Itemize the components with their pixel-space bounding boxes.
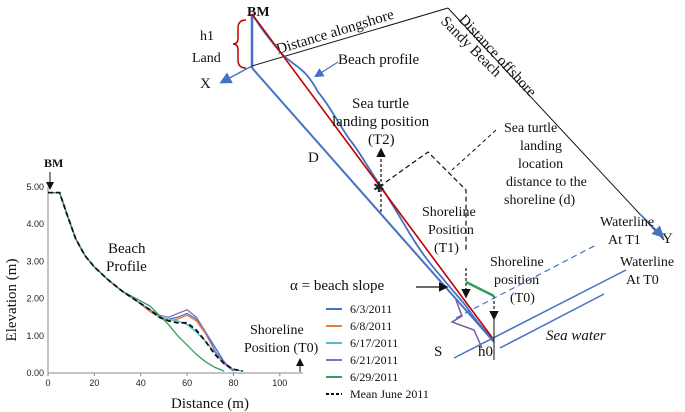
turtle-distance-line3: location <box>518 157 563 172</box>
y-tick-label: 2.00 <box>26 294 44 304</box>
beach-diagram: BM h1 Land X Distance alongshore Sandy B… <box>192 5 674 360</box>
turtle-distance-leader <box>451 129 497 171</box>
shoreline-t0-line2: position <box>494 273 539 288</box>
series-line-3 <box>48 191 234 372</box>
legend-label: 6/3/2011 <box>350 302 392 316</box>
waterline-t0-line1: Waterline <box>620 255 674 270</box>
x-tick-label: 100 <box>272 378 287 388</box>
y-tick-label: 5.00 <box>26 182 44 192</box>
turtle-distance-line1: Sea turtle <box>504 121 557 136</box>
x-axis-title: Distance (m) <box>171 396 249 412</box>
x-tick-label: 40 <box>136 378 146 388</box>
y-axis-title: Elevation (m) <box>4 259 20 342</box>
chart-shoreline-label-1: Shoreline <box>250 323 304 338</box>
chart-series-group <box>48 191 243 372</box>
green-marker <box>465 280 495 298</box>
legend-label: Mean June 2011 <box>350 387 429 401</box>
x-tick-label: 60 <box>182 378 192 388</box>
chart-axes: 0.00 1.00 2.00 3.00 4.00 5.00 0 20 40 60 80 100 <box>26 182 303 388</box>
chart-bm-label: BM <box>44 156 63 170</box>
turtle-landing-line1: Sea turtle <box>352 96 409 112</box>
y-tick-label: 0.00 <box>26 368 44 378</box>
waterline-t1-line <box>455 243 599 319</box>
x-tick-label: 0 <box>45 378 50 388</box>
y-tick-label: 1.00 <box>26 331 44 341</box>
s-label: S <box>434 344 442 360</box>
chart-beach-label-1: Beach <box>108 241 146 257</box>
turtle-distance-line4: distance to the <box>506 175 587 190</box>
distance-alongshore-label: Distance alongshore <box>274 7 396 58</box>
y-tick-label: 4.00 <box>26 219 44 229</box>
waterline-t1-line2: At T1 <box>608 233 641 248</box>
purple-marker <box>450 299 483 349</box>
series-line-1 <box>48 191 234 372</box>
y-label: Y <box>662 231 673 247</box>
legend-label: 6/21/2011 <box>350 353 398 367</box>
turtle-icon: ✱ <box>373 179 385 195</box>
h1-brace <box>232 19 247 69</box>
land-label: Land <box>192 51 221 66</box>
slope-red-line <box>251 13 495 341</box>
distance-d-indicator <box>385 151 467 250</box>
chart-legend: 6/3/2011 6/8/2011 6/17/2011 6/21/2011 6/29/2… <box>326 302 429 401</box>
legend-label: 6/17/2011 <box>350 336 398 350</box>
d-label: D <box>308 150 319 166</box>
alpha-label: α = beach slope <box>290 278 385 294</box>
x-tick-label: 80 <box>228 378 238 388</box>
turtle-distance-line5: shoreline (d) <box>504 193 575 208</box>
bm-label: BM <box>247 5 270 20</box>
x-axis-arrow <box>219 65 253 84</box>
distance-offshore-label: Distance offshore <box>455 12 539 101</box>
shoreline-t0-line1: Shoreline <box>490 255 544 270</box>
y-axis-arrow <box>639 213 665 239</box>
series-line-4 <box>48 191 225 372</box>
h1-label: h1 <box>200 29 214 44</box>
sea-water-label: Sea water <box>546 328 606 344</box>
beach-profile-arrow <box>313 61 339 78</box>
legend-label: 6/29/2011 <box>350 370 398 384</box>
base-line-d <box>251 67 495 343</box>
turtle-landing-line2: landing position <box>332 114 430 130</box>
x-label: X <box>200 76 211 92</box>
waterline-t1-line1: Waterline <box>600 215 654 230</box>
chart-beach-label-2: Profile <box>106 259 147 275</box>
series-line-0 <box>48 191 234 372</box>
shoreline-t1-line1: Shoreline <box>422 205 476 220</box>
waterline-t0-line2: At T0 <box>626 273 659 288</box>
turtle-landing-line3: (T2) <box>368 132 395 148</box>
shoreline-t1-line2: Position <box>428 223 474 238</box>
waterline-t0-line <box>453 269 627 359</box>
legend-label: 6/8/2011 <box>350 319 392 333</box>
shoreline-t0-line3: (T0) <box>510 291 535 306</box>
beach-profile-label: Beach profile <box>338 52 420 68</box>
elevation-chart: 0.00 1.00 2.00 3.00 4.00 5.00 0 20 40 60 80 100 Ele… <box>4 156 429 412</box>
chart-shoreline-label-2: Position (T0) <box>244 341 319 356</box>
beach-profile-line <box>251 13 493 339</box>
shoreline-t1-line3: (T1) <box>434 241 459 256</box>
waterline-t0-line-2 <box>499 293 605 349</box>
turtle-distance-line2: landing <box>520 139 562 154</box>
series-line-5 <box>48 191 243 372</box>
x-tick-label: 20 <box>89 378 99 388</box>
h0-label: h0 <box>478 344 493 360</box>
offshore-line <box>447 7 665 241</box>
y-tick-label: 3.00 <box>26 256 44 266</box>
